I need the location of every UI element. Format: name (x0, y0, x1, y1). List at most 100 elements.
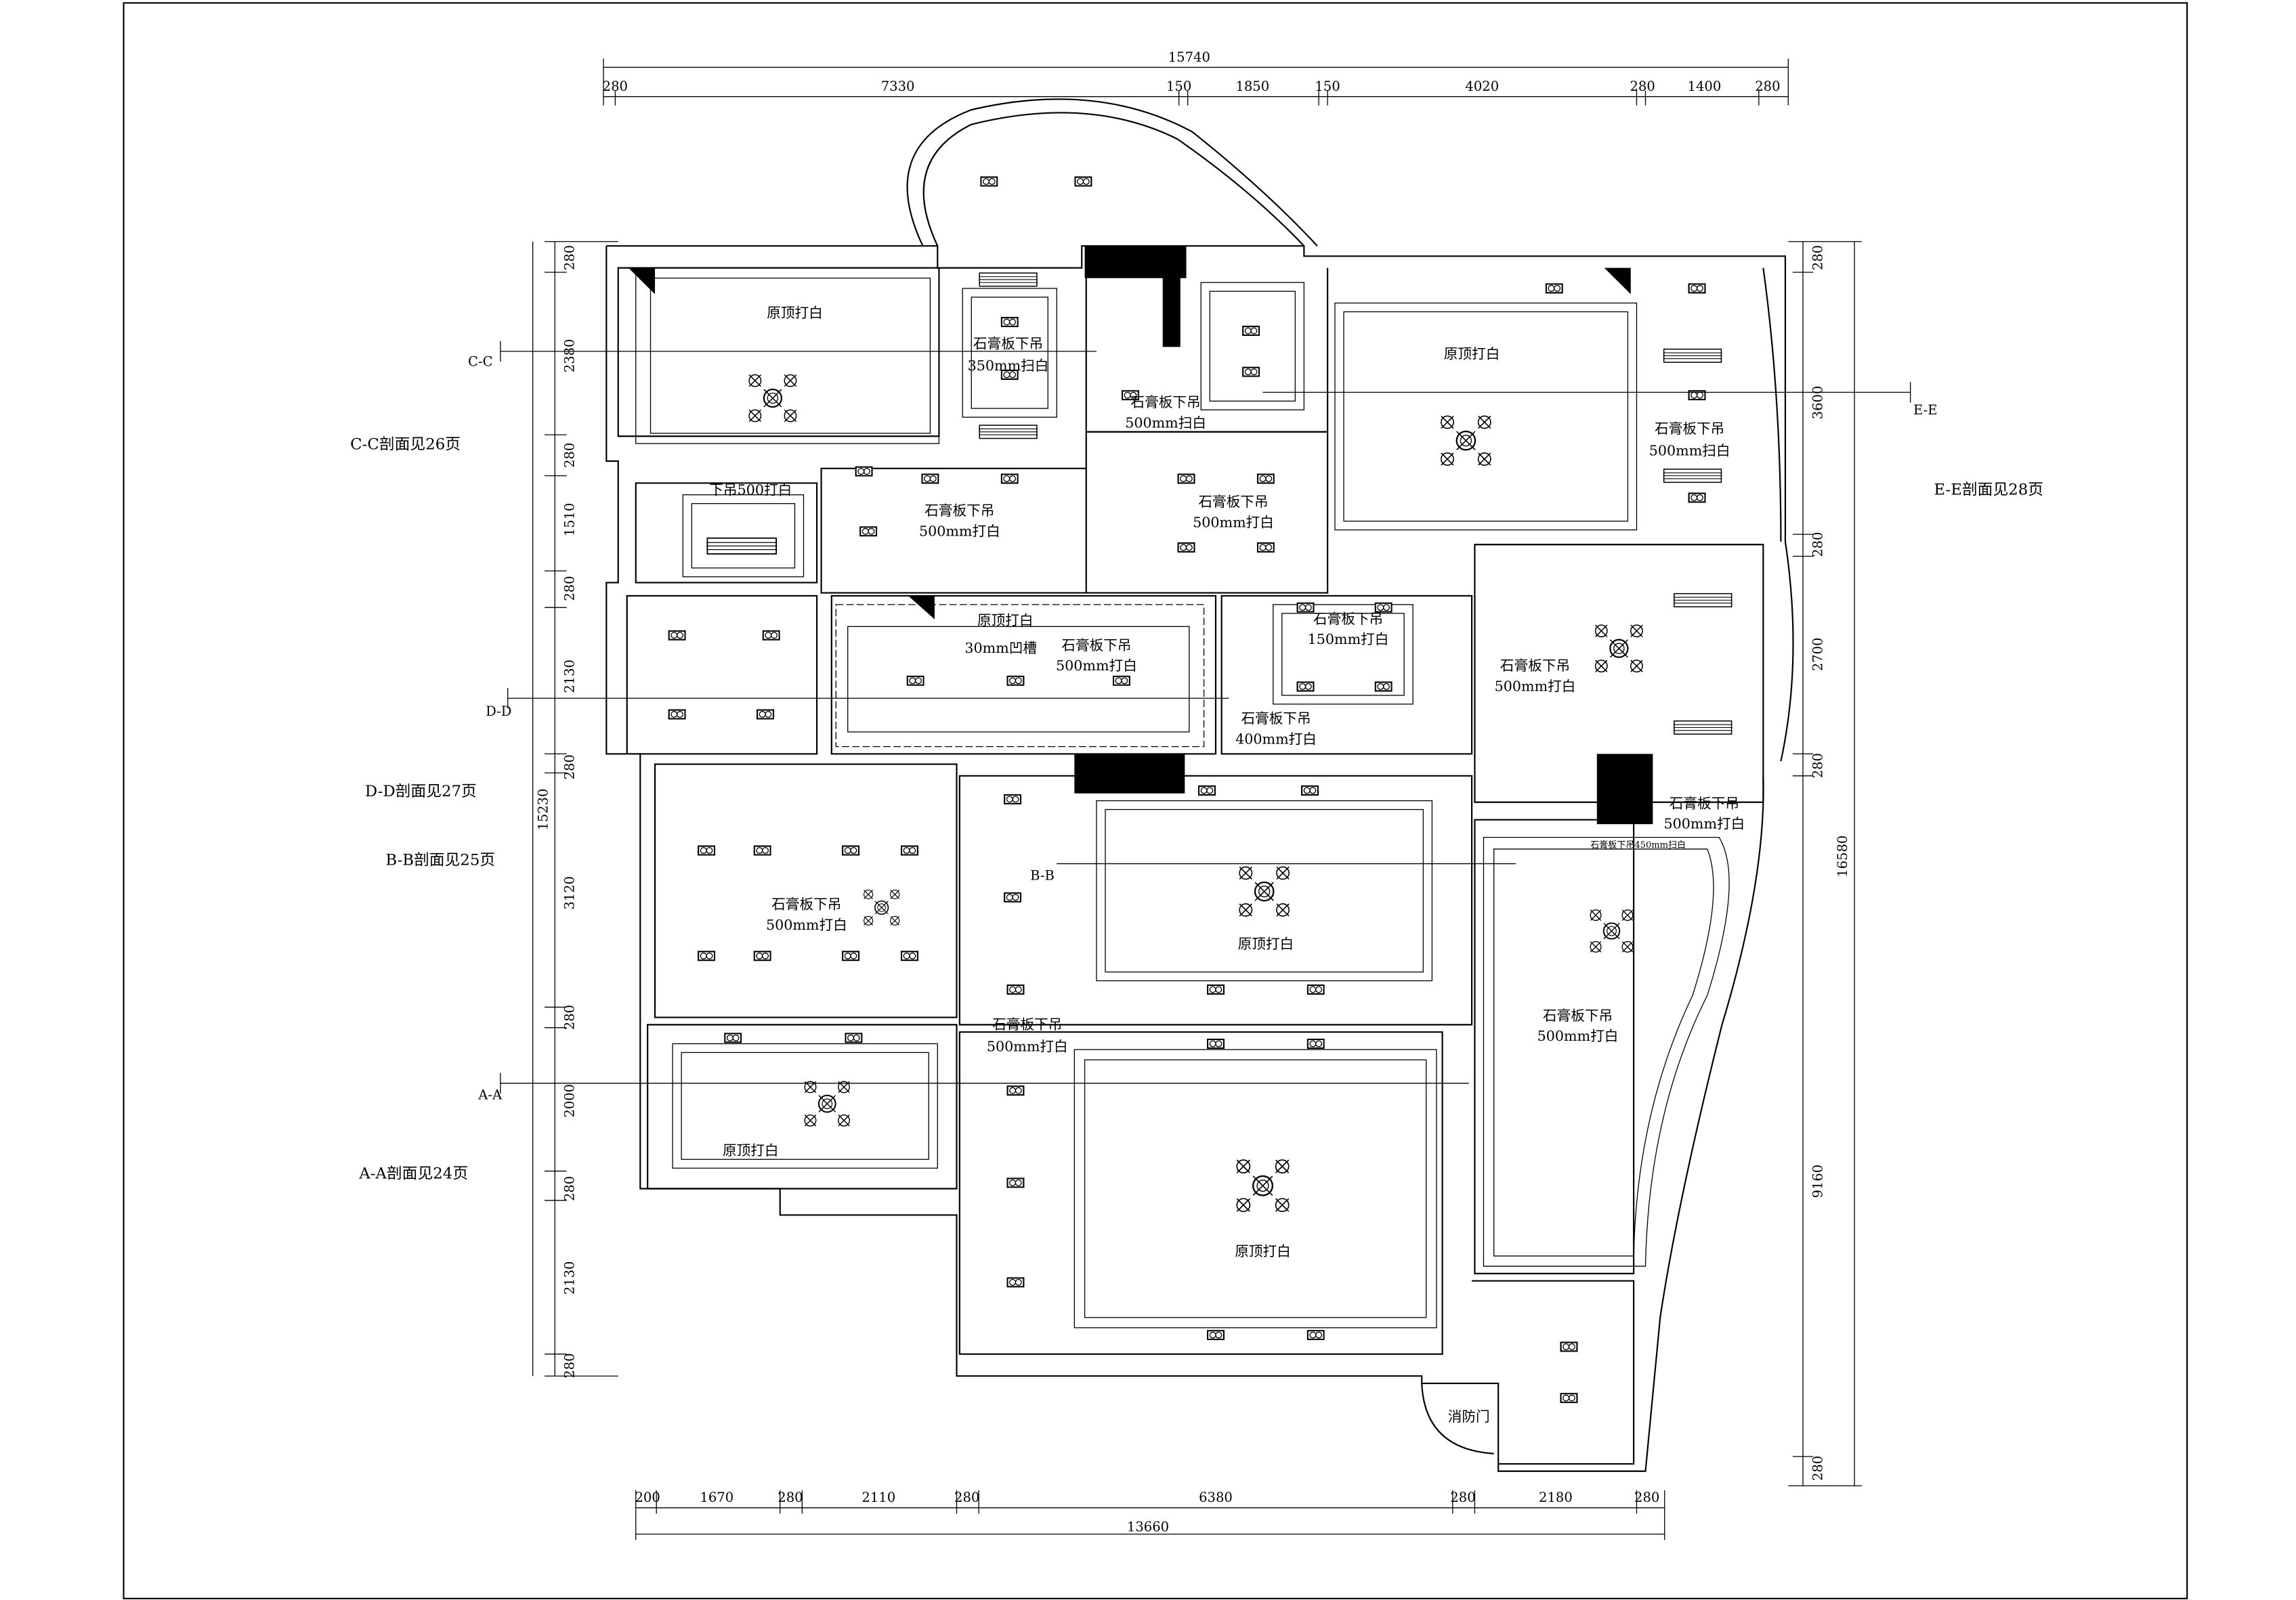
label-fire-door: 消防门 (1448, 1408, 1490, 1425)
downlight-icon (1006, 1277, 1025, 1288)
dim-left: 280 (561, 1176, 577, 1201)
dim-right: 280 (1810, 245, 1825, 270)
downlight-icon (1296, 681, 1315, 692)
dim-top: 280 (1755, 79, 1780, 94)
label-gypsum: 石膏板下吊 (1241, 710, 1311, 727)
dim-bottom: 280 (954, 1490, 979, 1505)
downlight-icon (1006, 1177, 1025, 1188)
downlight-icon (1074, 176, 1092, 187)
structural-columns (628, 246, 1653, 825)
dim-bottom: 200 (635, 1490, 660, 1505)
dim-top: 1850 (1235, 79, 1269, 94)
downlight-icon (753, 845, 771, 856)
label-height: 500mm打白 (987, 1038, 1068, 1054)
chandelier-icons (748, 374, 1644, 1213)
dim-left: 280 (561, 1005, 577, 1030)
downlight-icon (1688, 492, 1706, 503)
dim-bottom: 1670 (700, 1490, 734, 1505)
dim-left-overall: 15230 (535, 789, 551, 831)
dim-bottom: 2180 (1539, 1490, 1573, 1505)
downlight-icon (1006, 984, 1025, 995)
downlight-icon (1306, 1330, 1325, 1341)
dim-right: 9160 (1810, 1165, 1825, 1198)
downlight-icon (698, 845, 716, 856)
downlight-icon (906, 675, 924, 686)
section-mark-ee: E-E (1913, 402, 1938, 418)
dim-top: 150 (1315, 79, 1340, 94)
dim-left: 280 (561, 1354, 577, 1379)
section-mark-aa: A-A (477, 1087, 503, 1103)
downlight-icon (1296, 602, 1315, 613)
downlight-icon (1306, 1038, 1325, 1050)
downlight-icon (855, 466, 873, 477)
downlight-icon (980, 176, 998, 187)
label-drop: 下吊500打白 (709, 482, 792, 498)
label-gypsum: 石膏板下吊 (1313, 611, 1383, 627)
label-height: 500mm打白 (1664, 816, 1745, 832)
downlight-icon (668, 630, 686, 641)
dim-left: 2380 (561, 339, 577, 373)
dim-top: 1400 (1688, 79, 1722, 94)
downlight-icon (753, 951, 771, 961)
chandelier-icon (1594, 624, 1644, 673)
dim-bottom: 6380 (1199, 1490, 1233, 1505)
section-lines (500, 341, 1911, 1094)
label-height: 150mm打白 (1308, 631, 1389, 647)
chandelier-icon (1236, 1159, 1290, 1213)
downlight-icon (1301, 785, 1319, 796)
label-gypsum: 石膏板下吊 (1130, 394, 1200, 410)
label-gypsum: 石膏板下吊 (1543, 1008, 1613, 1024)
dim-left: 280 (561, 576, 577, 601)
top-dimension-chain: 15740 280 7330 150 1850 150 4020 280 140… (603, 49, 1789, 106)
downlight-icon (1560, 1393, 1578, 1404)
label-gypsum: 石膏板下吊 (992, 1016, 1062, 1033)
downlight-icons (668, 176, 1706, 1404)
bottom-dimension-chain: 200 1670 280 2110 280 6380 280 2180 280 … (635, 1490, 1665, 1540)
section-mark-dd: D-D (486, 704, 511, 719)
label-groove: 30mm凹槽 (964, 640, 1037, 656)
downlight-icon (1177, 473, 1195, 484)
downlight-icon (1006, 1085, 1025, 1096)
label-height: 500mm打白 (1193, 514, 1274, 530)
label-gypsum: 石膏板下吊 (1198, 494, 1268, 510)
ceiling-coffers (635, 267, 1730, 1328)
section-mark-bb: B-B (1030, 867, 1055, 883)
downlight-icon (1256, 542, 1275, 553)
label-gypsum: 石膏板下吊 (1655, 420, 1724, 437)
downlight-icon (1177, 542, 1195, 553)
label-gypsum: 石膏板下吊 (924, 502, 994, 519)
downlight-icon (1374, 681, 1393, 692)
downlight-icon (668, 709, 686, 720)
label-height: 500mm打白 (1495, 678, 1576, 694)
dim-bottom: 280 (778, 1490, 803, 1505)
dim-left: 1510 (561, 503, 577, 537)
downlight-icon (845, 1033, 863, 1043)
dim-bottom: 280 (1450, 1490, 1475, 1505)
downlight-icon (1242, 366, 1260, 377)
downlight-icon (1006, 675, 1025, 686)
downlight-icon (1545, 283, 1563, 294)
downlight-icon (1206, 984, 1225, 995)
walls (605, 98, 1794, 1472)
dim-bottom-overall: 13660 (1127, 1519, 1169, 1534)
downlight-icon (1000, 317, 1019, 328)
downlight-icon (900, 845, 918, 856)
downlight-icon (762, 630, 780, 641)
downlight-icon (1256, 473, 1275, 484)
chandelier-icon (863, 889, 900, 926)
dim-right-overall: 16580 (1835, 836, 1850, 878)
dim-right: 280 (1810, 1456, 1825, 1481)
downlight-icon (724, 1033, 742, 1043)
note-cc: C-C剖面见26页 (350, 436, 461, 454)
downlight-icon (1306, 984, 1325, 995)
label-original-ceiling: 原顶打白 (1444, 346, 1500, 362)
label-gypsum: 石膏板下吊 (771, 896, 841, 913)
right-dimension-chain: 280 3600 280 2700 280 9160 280 16580 (1788, 241, 1862, 1487)
dim-left: 280 (561, 245, 577, 270)
label-original-ceiling: 原顶打白 (1238, 936, 1294, 952)
downlight-icon (756, 709, 775, 720)
note-bb: B-B剖面见25页 (385, 852, 495, 869)
dim-top: 4020 (1465, 79, 1499, 94)
dim-left: 2130 (561, 1261, 577, 1295)
